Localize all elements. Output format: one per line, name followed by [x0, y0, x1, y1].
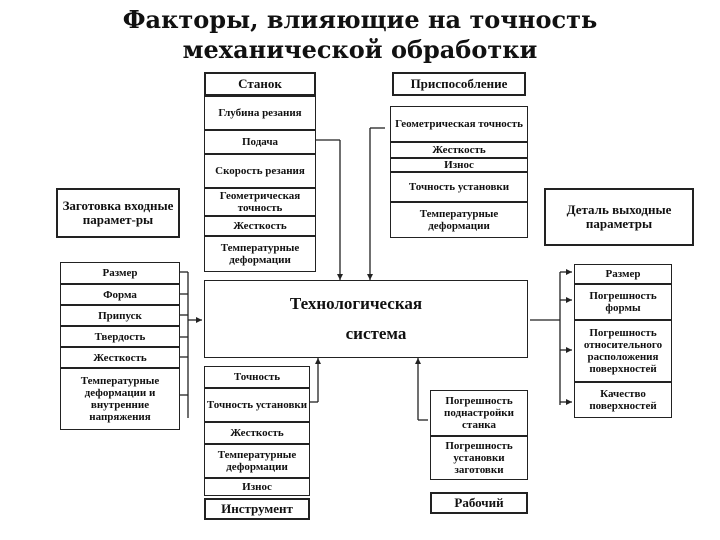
- part-factor-size: Размер: [574, 264, 672, 284]
- tool-factor-accuracy: Точность: [204, 366, 310, 388]
- technological-system-box: Технологическая система: [204, 280, 528, 358]
- title-line-2: механической обработки: [182, 35, 538, 64]
- tool-header: Инструмент: [204, 498, 310, 520]
- machine-factor-feed: Подача: [204, 130, 316, 154]
- workpiece-header: Заготовка входные парамет-ры: [56, 188, 180, 238]
- worker-factor-adjustment-error: Погрешность поднастройки станка: [430, 390, 528, 436]
- center-line-2: система: [345, 324, 407, 343]
- machine-factor-thermal: Температурные деформации: [204, 236, 316, 272]
- part-factor-position-error: Погрешность относительного расположения …: [574, 320, 672, 382]
- tool-factor-rigidity: Жесткость: [204, 422, 310, 444]
- fixture-factor-thermal: Температурные деформации: [390, 202, 528, 238]
- part-header: Деталь выходные параметры: [544, 188, 694, 246]
- fixture-factor-rigidity: Жесткость: [390, 142, 528, 158]
- workpiece-factor-rigidity: Жесткость: [60, 347, 180, 368]
- workpiece-factor-size: Размер: [60, 262, 180, 284]
- fixture-factor-setup-accuracy: Точность установки: [390, 172, 528, 202]
- worker-header: Рабочий: [430, 492, 528, 514]
- workpiece-factor-allowance: Припуск: [60, 305, 180, 326]
- workpiece-factor-hardness: Твердость: [60, 326, 180, 347]
- machine-factor-rigidity: Жесткость: [204, 216, 316, 236]
- tool-factor-thermal: Температурные деформации: [204, 444, 310, 478]
- machine-factor-speed: Скорость резания: [204, 154, 316, 188]
- machine-factor-geometric-accuracy: Геометрическая точность: [204, 188, 316, 216]
- tool-factor-wear: Износ: [204, 478, 310, 496]
- machine-header: Станок: [204, 72, 316, 96]
- tool-factor-setup-accuracy: Точность установки: [204, 388, 310, 422]
- fixture-factor-geometric-accuracy: Геометрическая точность: [390, 106, 528, 142]
- center-line-1: Технологическая: [289, 294, 423, 313]
- fixture-header: Приспособление: [392, 72, 526, 96]
- workpiece-factor-thermal-stress: Температурные деформации и внутренние на…: [60, 368, 180, 430]
- workpiece-factor-form: Форма: [60, 284, 180, 305]
- worker-factor-setup-error: Погрешность установки заготовки: [430, 436, 528, 480]
- part-factor-form-error: Погрешность формы: [574, 284, 672, 320]
- fixture-factor-wear: Износ: [390, 158, 528, 172]
- part-factor-surface-quality: Качество поверхностей: [574, 382, 672, 418]
- machine-factor-depth: Глубина резания: [204, 96, 316, 130]
- title-line-1: Факторы, влияющие на точность: [122, 5, 598, 34]
